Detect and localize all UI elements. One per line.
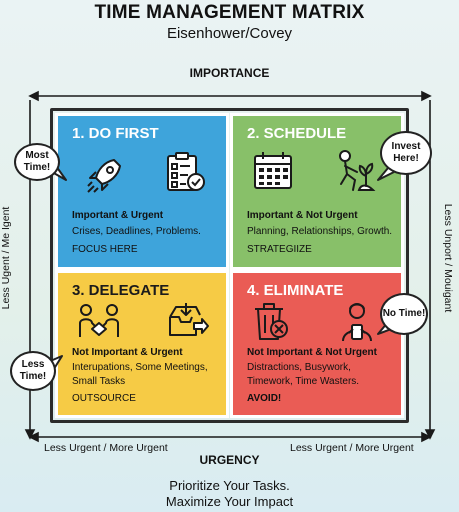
footer-line-2: Maximize Your Impact [165,494,294,509]
quadrant-subheading: Important & Not Urgent [247,210,358,221]
speech-bubble-no-time: No Time! [380,293,428,335]
speech-bubble-most-time: Most Time! [14,143,60,181]
quadrant-subheading: Not Important & Not Urgent [247,347,377,358]
gardener-icon [339,150,376,191]
arrowhead-right [421,90,432,102]
quadrant-heading: 2. SCHEDULE [247,125,347,142]
quadrant-heading: 4. ELIMINATE [247,282,344,299]
quadrant-action: AVOID! [247,393,282,404]
quadrant-action: STRATEGIIZE [247,244,312,255]
urgency-scale-left: Less Urgent / More Urgent [44,442,168,454]
arrowhead-bottom-left [28,431,39,443]
speech-bubble-invest-here: Invest Here! [380,131,432,175]
trash-icon [255,303,288,340]
phone-user-icon [342,303,372,342]
quadrant-description: Distractions, Busywork, Timework, Time W… [247,362,360,387]
bubble-tail-q2 [377,167,395,181]
inbox-forward-icon [169,303,209,336]
axis-label-urgency: URGENCY [199,453,260,467]
quadrant-action: FOCUS HERE [72,244,138,255]
page-title: TIME MANAGEMENT MATRIX [94,2,365,23]
quadrant-subheading: Not Important & Urgent [72,347,183,358]
calendar-icon [254,152,292,189]
arrowhead-bottom-right [421,431,432,443]
footer-line-1: Prioritize Your Tasks. [169,478,290,493]
page-subtitle: Eisenhower/Covey [166,25,293,42]
quadrant-schedule: 2. SCHEDULE Important & Not Urgent Plann… [230,113,404,270]
quadrant-eliminate: 4. ELIMINATE Not Important & Not Urgent … [230,270,404,418]
arrowhead-right-bottom [424,429,436,440]
rocket-icon [87,159,121,193]
quadrant-subheading: Important & Urgent [72,210,164,221]
urgency-scale-right: Less Urgent / More Urgent [290,442,414,454]
quadrant-delegate: 3. DELEGATE Not Important & Urgent Inter… [55,270,229,418]
speech-bubble-less-time: Less Time! [10,351,56,391]
quadrant-description: Crises, Deadlines, Problems. [72,226,201,237]
quadrant-description: Interupations, Some Meetings, Small Task… [72,362,208,387]
quadrant-action: OUTSOURCE [72,393,136,404]
quadrant-description: Planning, Relationships, Growth. [247,226,393,237]
arrowhead-left-bottom [24,429,36,440]
quadrant-do-first: 1. DO FIRST Important & Urgent Crises, D… [55,113,229,270]
handshake-icon [79,304,119,337]
axis-label-importance: IMPORTANCE [189,66,270,80]
arrowhead-left [28,90,39,102]
checklist-icon [167,152,205,191]
matrix-frame [50,108,409,423]
quadrant-heading: 1. DO FIRST [72,125,159,142]
quadrant-heading: 3. DELEGATE [72,282,170,299]
